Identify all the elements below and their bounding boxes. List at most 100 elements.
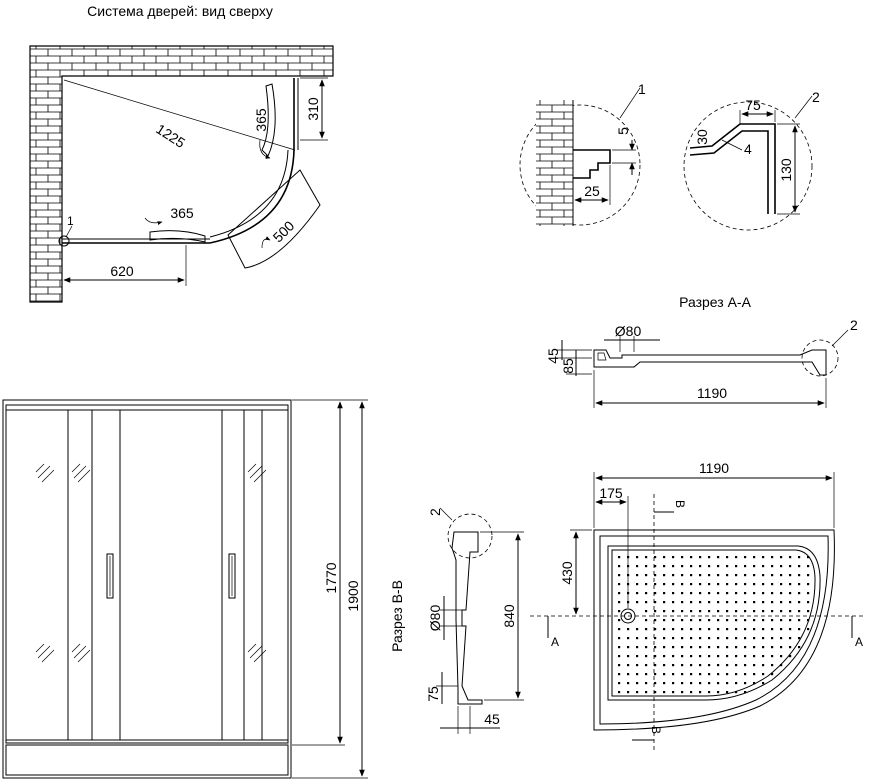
anti-slip-dot — [636, 664, 639, 667]
anti-slip-dot — [735, 646, 738, 649]
section-mark-b-bottom: В — [649, 726, 663, 734]
anti-slip-dot — [807, 601, 810, 604]
anti-slip-dot — [672, 592, 675, 595]
anti-slip-dot — [690, 619, 693, 622]
anti-slip-dot — [717, 583, 720, 586]
anti-slip-dot — [690, 691, 693, 694]
anti-slip-dot — [618, 583, 621, 586]
anti-slip-dot — [681, 610, 684, 613]
anti-slip-dot — [699, 691, 702, 694]
anti-slip-dot — [798, 556, 801, 559]
anti-slip-dot — [780, 646, 783, 649]
front-right-door-frame — [221, 409, 245, 741]
sliding-door-bottom — [149, 230, 206, 243]
anti-slip-dot — [690, 646, 693, 649]
anti-slip-dot — [627, 646, 630, 649]
anti-slip-dot — [627, 637, 630, 640]
anti-slip-dot — [645, 637, 648, 640]
anti-slip-dot — [753, 664, 756, 667]
anti-slip-dot — [690, 682, 693, 685]
anti-slip-dot — [807, 610, 810, 613]
anti-slip-dot — [636, 574, 639, 577]
anti-slip-dot — [708, 619, 711, 622]
anti-slip-dot — [798, 565, 801, 568]
detail-2-dim-130: 130 — [778, 158, 794, 182]
anti-slip-dot — [789, 574, 792, 577]
anti-slip-dot — [663, 673, 666, 676]
anti-slip-dot — [735, 574, 738, 577]
anti-slip-dot — [627, 628, 630, 631]
anti-slip-dot — [744, 664, 747, 667]
anti-slip-dot — [744, 574, 747, 577]
anti-slip-dot — [681, 565, 684, 568]
anti-slip-dot — [771, 664, 774, 667]
anti-slip-dot — [762, 628, 765, 631]
anti-slip-dot — [645, 610, 648, 613]
anti-slip-dot — [690, 601, 693, 604]
anti-slip-dot — [690, 655, 693, 658]
anti-slip-dot — [690, 610, 693, 613]
anti-slip-dot — [735, 691, 738, 694]
anti-slip-dot — [762, 673, 765, 676]
anti-slip-dot — [690, 673, 693, 676]
anti-slip-dot — [735, 682, 738, 685]
anti-slip-dot — [654, 601, 657, 604]
anti-slip-dot — [681, 646, 684, 649]
anti-slip-dot — [780, 556, 783, 559]
anti-slip-dot — [681, 628, 684, 631]
anti-slip-dot — [807, 619, 810, 622]
anti-slip-dot — [771, 637, 774, 640]
anti-slip-dot — [699, 646, 702, 649]
anti-slip-dot — [780, 655, 783, 658]
anti-slip-dot — [744, 592, 747, 595]
anti-slip-dot — [636, 628, 639, 631]
anti-slip-dot — [654, 664, 657, 667]
anti-slip-dot — [645, 556, 648, 559]
anti-slip-dot — [690, 628, 693, 631]
anti-slip-dot — [663, 565, 666, 568]
anti-slip-dot — [645, 682, 648, 685]
anti-slip-dot — [645, 601, 648, 604]
anti-slip-dot — [744, 682, 747, 685]
anti-slip-dot — [663, 637, 666, 640]
anti-slip-dot — [762, 592, 765, 595]
detail-1: 5 25 1 — [519, 81, 646, 226]
anti-slip-dot — [771, 628, 774, 631]
plan-dim-1190: 1190 — [699, 460, 729, 476]
top-view-title: Система дверей: вид сверху — [87, 3, 273, 19]
anti-slip-dot — [636, 682, 639, 685]
anti-slip-dot — [717, 556, 720, 559]
dim-1225: 1225 — [153, 121, 188, 151]
anti-slip-dot — [708, 646, 711, 649]
section-aa-callout: 2 — [850, 317, 858, 333]
detail-2-dim-30: 30 — [694, 129, 710, 145]
anti-slip-dot — [726, 619, 729, 622]
anti-slip-dot — [798, 601, 801, 604]
anti-slip-dot — [708, 673, 711, 676]
front-left-door-frame — [91, 409, 121, 741]
anti-slip-dot — [735, 628, 738, 631]
anti-slip-dot — [726, 565, 729, 568]
anti-slip-dot — [744, 646, 747, 649]
anti-slip-dot — [663, 664, 666, 667]
anti-slip-dot — [654, 619, 657, 622]
left-handle — [106, 553, 114, 599]
anti-slip-dot — [753, 682, 756, 685]
anti-slip-dot — [645, 628, 648, 631]
anti-slip-dot — [699, 574, 702, 577]
anti-slip-dot — [699, 601, 702, 604]
anti-slip-dot — [699, 592, 702, 595]
anti-slip-dot — [753, 619, 756, 622]
anti-slip-dot — [699, 682, 702, 685]
section-aa-dim-45: 45 — [545, 348, 561, 364]
anti-slip-dot — [654, 583, 657, 586]
anti-slip-dot — [672, 556, 675, 559]
dim-500: 500 — [270, 217, 298, 245]
anti-slip-dots — [618, 556, 810, 694]
section-aa-dim-1190: 1190 — [697, 385, 727, 401]
anti-slip-dot — [717, 682, 720, 685]
anti-slip-dot — [681, 556, 684, 559]
section-bb-dim-840: 840 — [501, 604, 517, 628]
anti-slip-dot — [681, 664, 684, 667]
anti-slip-dot — [681, 619, 684, 622]
